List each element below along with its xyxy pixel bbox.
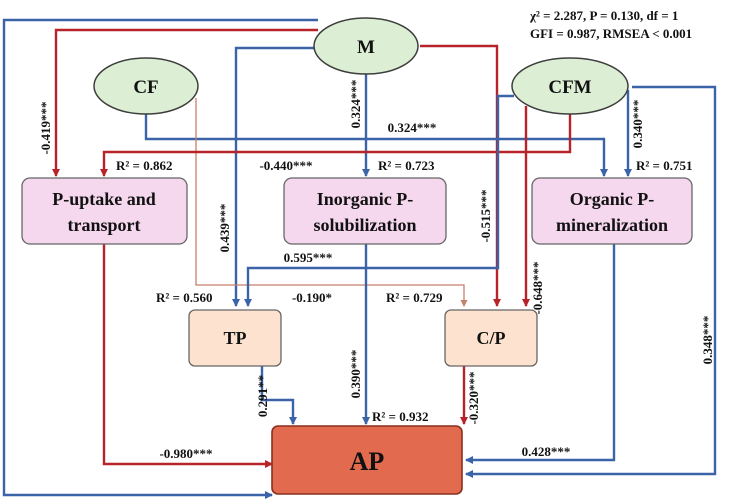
node-inorganic-box bbox=[283, 177, 447, 245]
r2-uptake: R² = 0.862 bbox=[116, 158, 172, 173]
node-tp-label: TP bbox=[223, 328, 246, 348]
r2-tp: R² = 0.560 bbox=[156, 290, 212, 305]
coef-uptake-ap: -0.980*** bbox=[159, 446, 212, 461]
coef-cfm-organic: 0.340*** bbox=[630, 100, 645, 149]
node-m-label: M bbox=[357, 37, 375, 58]
coef-tp-ap: 0.291** bbox=[255, 375, 270, 417]
path-m-ap-outer bbox=[2, 18, 318, 499]
coef-m-uptake: -0.419*** bbox=[38, 101, 53, 154]
node-cp-label: C/P bbox=[477, 328, 506, 348]
path-m-tp bbox=[232, 46, 326, 307]
node-uptake-label-1: P-uptake and bbox=[52, 189, 156, 209]
coef-cf-cp: -0.190* bbox=[292, 290, 332, 305]
r2-cp: R² = 0.729 bbox=[386, 290, 443, 305]
coef-inorganic-ap: 0.390*** bbox=[348, 350, 363, 399]
node-cp-box bbox=[444, 309, 538, 367]
node-cf-ellipse bbox=[93, 57, 199, 115]
node-cf-label: CF bbox=[133, 77, 158, 98]
node-m-ellipse bbox=[313, 17, 419, 75]
coef-cfm-uptake: -0.440*** bbox=[259, 158, 312, 173]
path-cfm-ap bbox=[465, 85, 717, 478]
node-inorganic-label-1: Inorganic P- bbox=[317, 189, 414, 209]
coef-cp-ap: -0.320*** bbox=[466, 371, 481, 424]
node-tp-box bbox=[188, 309, 282, 367]
node-ap-label: AP bbox=[350, 447, 385, 476]
r2-inorganic: R² = 0.723 bbox=[378, 158, 435, 173]
path-tp-ap bbox=[260, 366, 297, 425]
path-uptake-ap bbox=[102, 244, 273, 468]
node-organic-label-1: Organic P- bbox=[570, 189, 654, 209]
path-m-uptake bbox=[52, 28, 318, 177]
node-organic-box bbox=[531, 177, 693, 245]
path-organic-ap bbox=[465, 244, 616, 464]
coef-organic-ap: 0.428*** bbox=[522, 444, 571, 459]
node-inorganic-label-2: solubilization bbox=[313, 215, 416, 235]
coef-m-tp: 0.439*** bbox=[217, 204, 232, 253]
coef-cfm-cp: -0.648*** bbox=[530, 261, 545, 314]
fit-stats-line-1: χ² = 2.287, P = 0.130, df = 1 bbox=[529, 8, 678, 23]
node-cfm-ellipse bbox=[511, 57, 629, 115]
node-ap-box bbox=[271, 425, 463, 495]
node-cfm-label: CFM bbox=[548, 77, 591, 98]
path-cfm-tp bbox=[244, 94, 514, 307]
node-uptake-box bbox=[21, 177, 188, 245]
r2-ap: R² = 0.932 bbox=[372, 409, 428, 424]
coef-cfm-tp: 0.595*** bbox=[284, 250, 333, 265]
coef-m-cp: -0.515*** bbox=[478, 189, 493, 242]
path-cf-cp bbox=[195, 98, 468, 307]
node-uptake-label-2: transport bbox=[68, 215, 141, 235]
fit-stats-line-2: GFI = 0.987, RMSEA < 0.001 bbox=[530, 26, 692, 41]
path-cfm-uptake bbox=[100, 114, 572, 177]
node-organic-label-2: mineralization bbox=[556, 215, 668, 235]
coef-cf-organic: 0.324*** bbox=[388, 120, 437, 135]
path-cf-organic bbox=[144, 114, 608, 177]
r2-organic: R² = 0.751 bbox=[636, 158, 692, 173]
coef-cfm-ap: 0.348*** bbox=[700, 316, 715, 365]
coef-m-inorganic: 0.324*** bbox=[348, 80, 363, 129]
